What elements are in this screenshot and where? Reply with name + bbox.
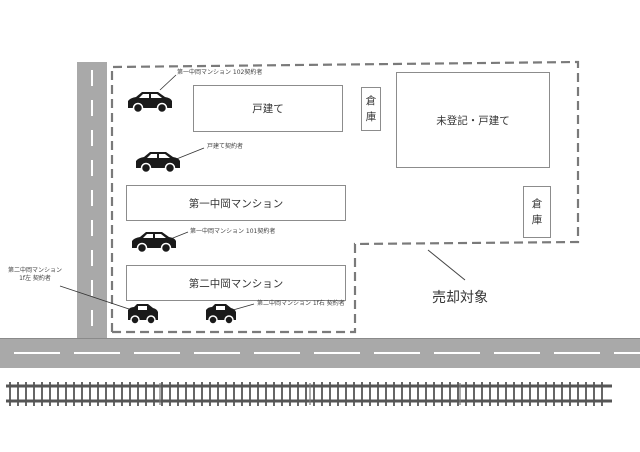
storage-right-char-1: 倉 — [531, 198, 543, 210]
label-kodate-contractor: 戸建て契約者 — [207, 143, 244, 150]
car-icon — [128, 304, 158, 325]
unregistered-house-label: 未登記・戸建て — [436, 114, 510, 127]
car-icon — [128, 92, 172, 114]
storage-shed-top: 倉 庫 — [361, 87, 381, 131]
label-daini-1f-right: 第二中岡マンション 1f右 契約者 — [257, 300, 345, 307]
property-boundary — [110, 60, 580, 334]
daiichi-mansion-label: 第一中岡マンション — [188, 197, 284, 210]
sale-target-pointer — [427, 249, 466, 281]
storage-top-char-2: 庫 — [365, 111, 377, 123]
cars-layer — [128, 92, 236, 325]
storage-right-char-2: 庫 — [531, 214, 543, 226]
daini-mansion: 第二中岡マンション — [126, 265, 346, 301]
sale-target-label: 売却対象 — [432, 290, 488, 306]
label-daini-1f-left-line2: 1f左 契約者 — [19, 275, 51, 282]
storage-top-char-1: 倉 — [365, 95, 377, 107]
daini-mansion-label: 第二中岡マンション — [188, 277, 284, 290]
kodate-building: 戸建て — [193, 85, 343, 132]
storage-shed-right: 倉 庫 — [523, 186, 551, 238]
car-icon — [136, 152, 180, 174]
label-daiichi-101: 第一中岡マンション 101契約者 — [190, 228, 276, 235]
kodate-label: 戸建て — [252, 103, 284, 115]
horizontal-road-centerline — [0, 352, 640, 354]
label-daiichi-102: 第一中岡マンション 102契約者 — [177, 69, 263, 76]
unregistered-house: 未登記・戸建て — [396, 72, 550, 168]
vertical-road-centerline — [91, 70, 93, 332]
road-edge-line — [0, 338, 640, 339]
car-icon — [132, 232, 176, 254]
label-daini-1f-left-line1: 第二中岡マンション — [7, 267, 62, 274]
daiichi-mansion: 第一中岡マンション — [126, 185, 346, 221]
railway-track-icon — [6, 380, 612, 410]
label-daini-1f-left: 第二中岡マンション 1f左 契約者 — [2, 267, 68, 283]
car-icon — [206, 304, 236, 325]
